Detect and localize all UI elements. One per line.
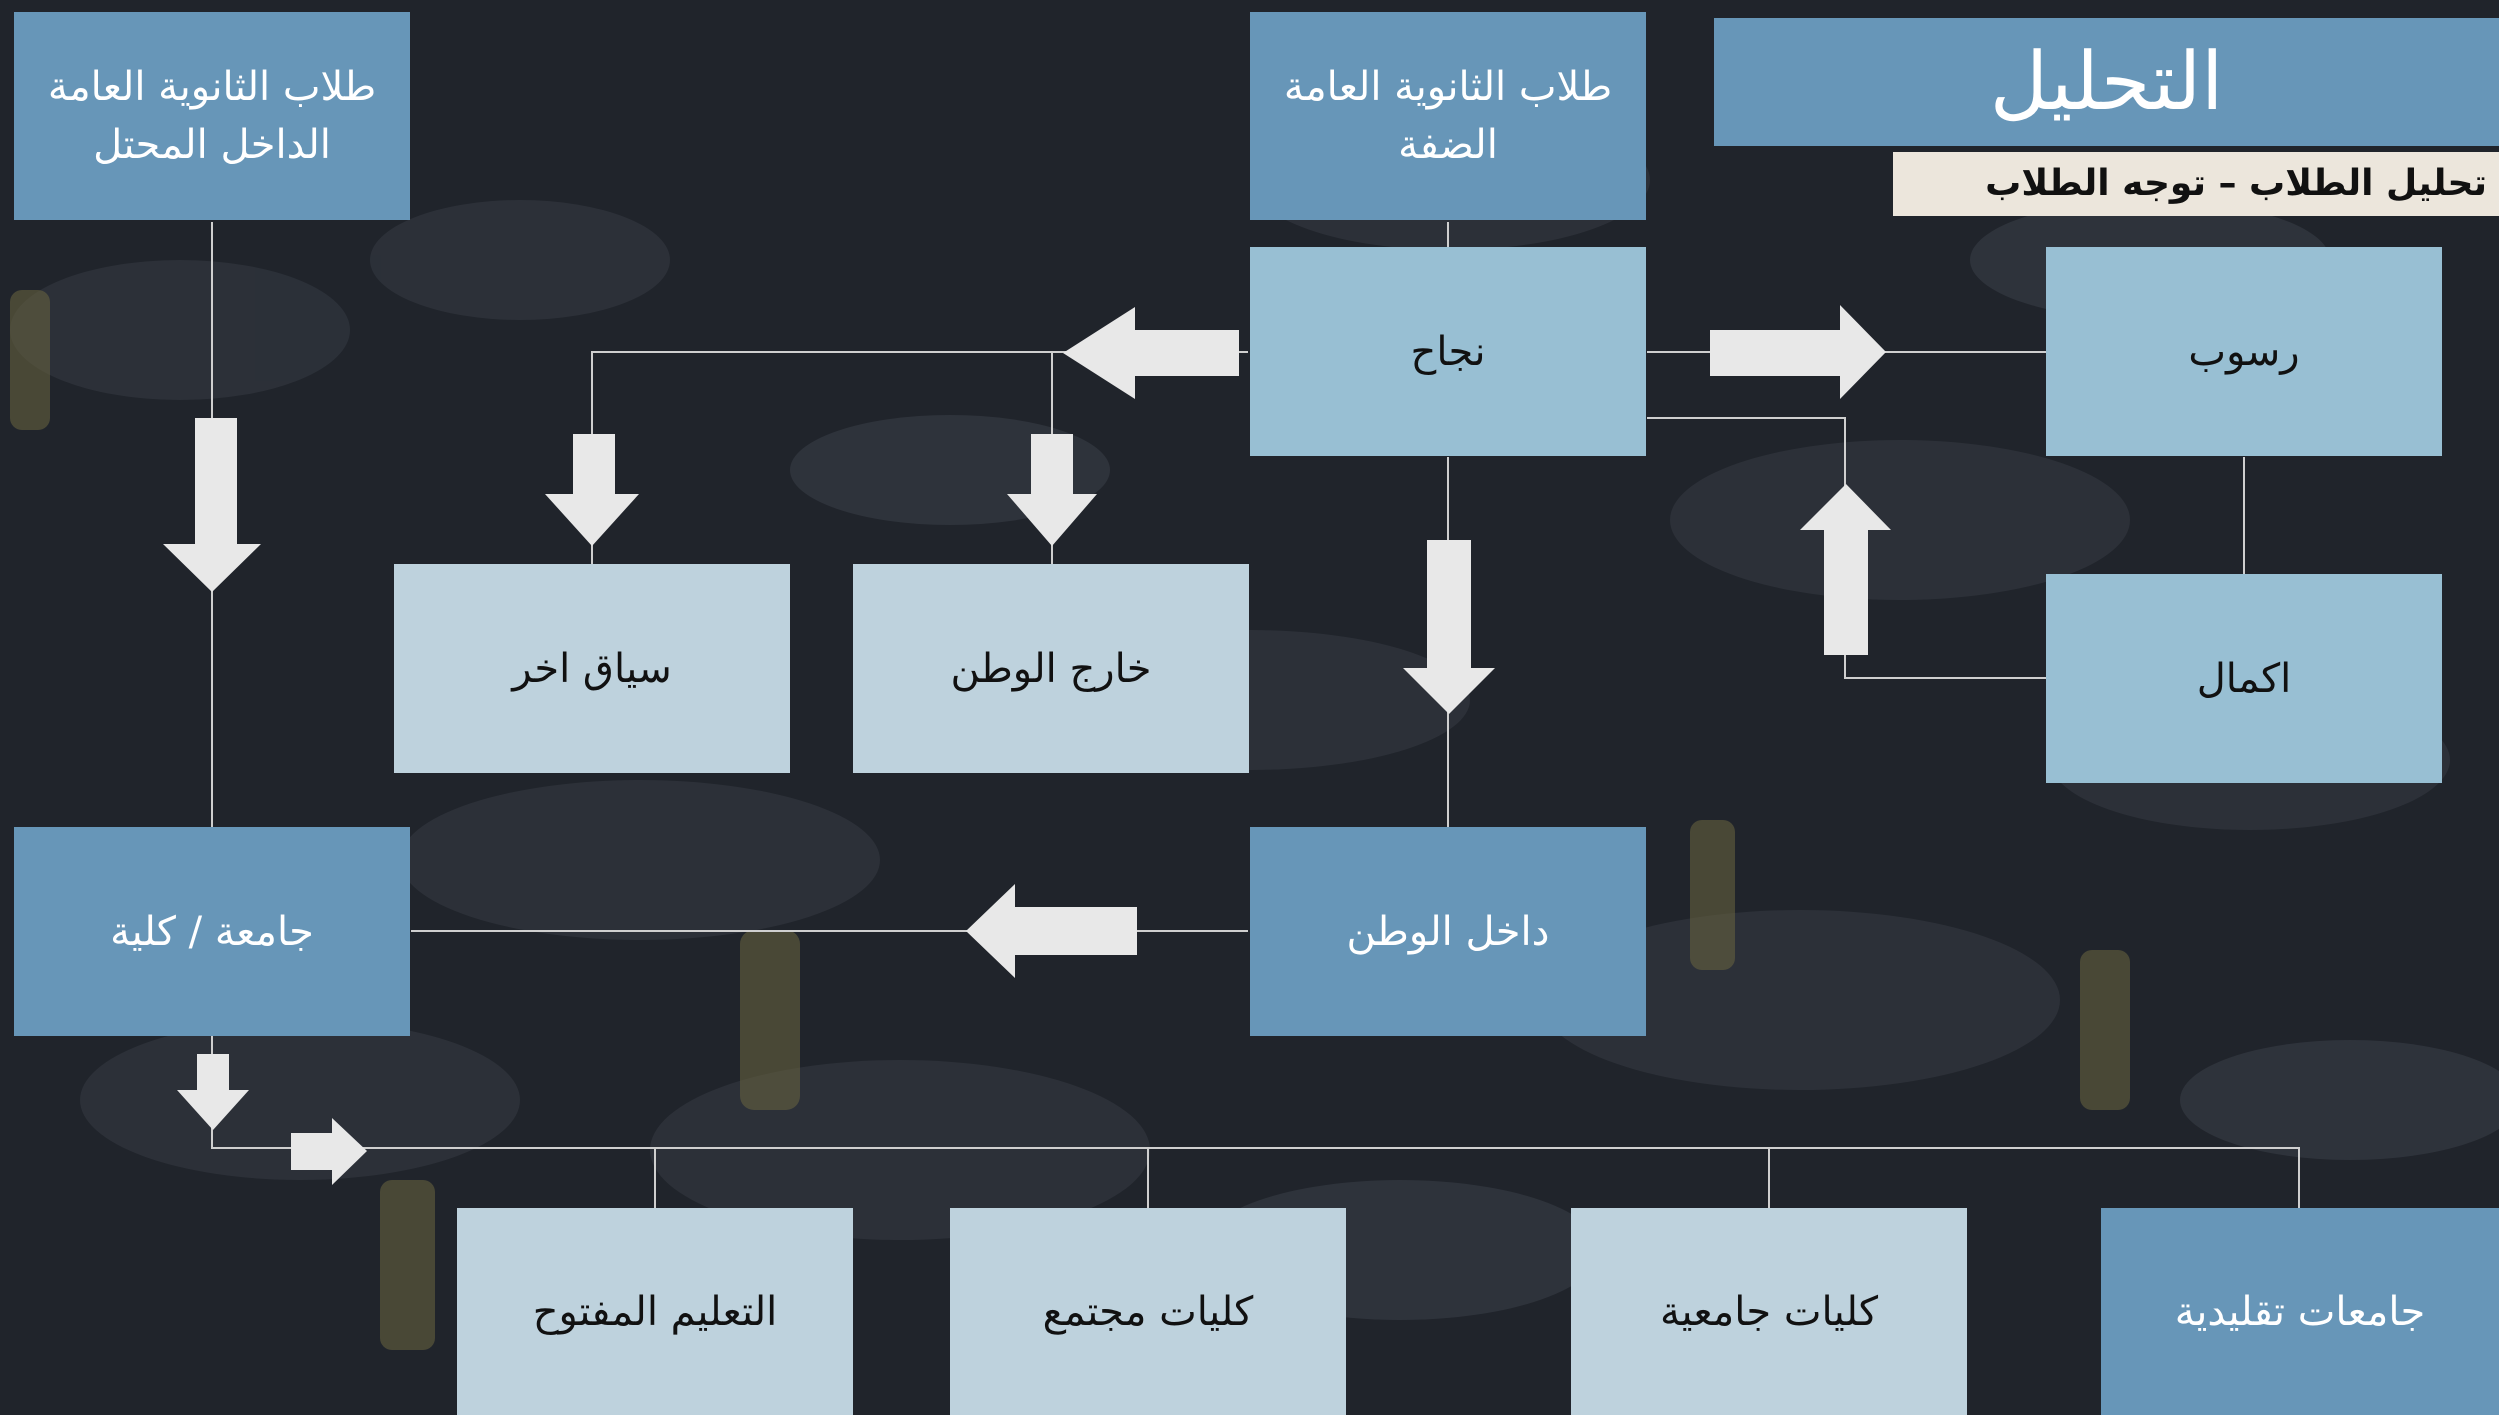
students-occupied-line2: الداخل المحتل — [93, 122, 331, 168]
supplementary-box: اكمال — [2046, 574, 2442, 783]
arrow-down-university — [177, 1054, 249, 1130]
arrow-right-fail — [1710, 305, 1886, 399]
traditional-universities-box: جامعات تقليدية — [2101, 1208, 2499, 1415]
arrow-down-other — [545, 434, 639, 546]
students-westbank-box: طلاب الثانوية العامة الضفة — [1250, 12, 1646, 220]
students-occupied-line1: طلاب الثانوية العامة — [47, 64, 377, 110]
students-westbank-line2: الضفة — [1398, 122, 1498, 168]
abroad-box: خارج الوطن — [853, 564, 1249, 773]
students-westbank-line1: طلاب الثانوية العامة — [1283, 64, 1613, 110]
arrow-down-abroad — [1007, 434, 1097, 546]
arrow-right-university — [291, 1118, 367, 1185]
university-colleges-box: كليات جامعية — [1571, 1208, 1967, 1415]
success-box: نجاح — [1250, 247, 1646, 456]
arrow-down-occupied — [163, 418, 261, 592]
arrow-up-supplementary — [1800, 484, 1891, 655]
page-subtitle: تحليل الطلاب – توجه الطلاب — [1893, 152, 2499, 216]
open-education-box: التعليم المفتوح — [457, 1208, 853, 1415]
inside-homeland-box: داخل الوطن — [1250, 827, 1646, 1036]
community-colleges-box: كليات مجتمع — [950, 1208, 1346, 1415]
arrow-down-inside — [1403, 540, 1495, 714]
arrow-left-success — [1063, 307, 1239, 399]
arrow-left-inside — [966, 884, 1137, 978]
students-occupied-box: طلاب الثانوية العامة الداخل المحتل — [14, 12, 410, 220]
fail-box: رسوب — [2046, 247, 2442, 456]
other-context-box: سياق اخر — [394, 564, 790, 773]
flow-arrows — [163, 305, 1891, 1185]
university-college-box: جامعة / كلية — [14, 827, 410, 1036]
page-title: التحليل — [1714, 18, 2499, 146]
